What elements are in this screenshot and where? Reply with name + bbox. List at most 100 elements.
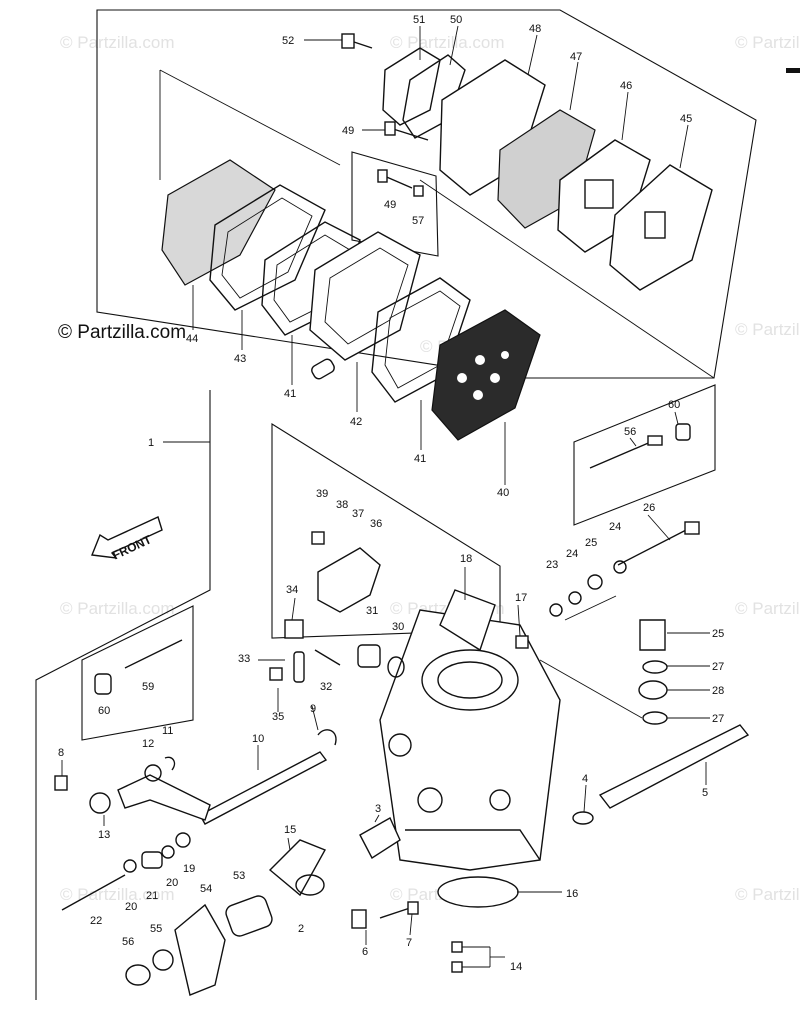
screw-49-head: [384, 121, 396, 136]
throttle-parts: [54, 639, 519, 996]
clip-11: [164, 756, 176, 771]
washer-24: [568, 591, 582, 605]
callout-54: 54: [200, 883, 212, 895]
callout-55: 55: [150, 923, 162, 935]
callout-21: 21: [146, 890, 158, 902]
leader-line: [311, 705, 319, 731]
spring-25-b: [587, 574, 603, 590]
callout-50: 50: [450, 14, 462, 26]
callout-18: 18: [460, 553, 472, 565]
leader-lines: [61, 25, 710, 968]
screw-17: [515, 635, 529, 649]
callout-35: 35: [272, 711, 284, 723]
spring-32: [314, 649, 341, 666]
cover-45-window: [644, 211, 666, 239]
front-arrow: FRONT: [91, 516, 163, 563]
callout-20b: 20: [125, 901, 137, 913]
screw-22: [61, 874, 126, 911]
diaphragm-stack: [161, 33, 713, 441]
diaphragm-hole: [475, 355, 485, 365]
screw-6: [351, 909, 367, 929]
cap-51: [382, 47, 441, 126]
shaft-5: [598, 724, 750, 809]
diaphragm-hole: [473, 390, 483, 400]
watermark-prominent: © Partzilla.com: [58, 322, 186, 343]
plate-54: [174, 903, 226, 996]
gasket-43: [209, 184, 326, 311]
outline-line: [539, 659, 643, 719]
watermark: © Partzilla.com: [735, 320, 800, 339]
callout-4: 4: [582, 773, 588, 785]
pilot-jet-box: [81, 605, 194, 741]
screw-49-kit-head: [377, 169, 388, 183]
starter-plunger-31: [357, 644, 381, 668]
callout-25a: 25: [585, 537, 597, 549]
callout-40: 40: [497, 487, 509, 499]
callout-13: 13: [98, 829, 110, 841]
washer-27: [642, 660, 668, 674]
bracket-36: [317, 547, 381, 613]
body-boss: [417, 787, 443, 813]
carb-bore-inner: [437, 661, 503, 699]
callout-16: 16: [566, 888, 578, 900]
pin-33: [293, 651, 305, 683]
body-boss: [388, 733, 412, 757]
banjo-28: [638, 680, 668, 700]
callout-60a: 60: [98, 705, 110, 717]
jet-60: [675, 423, 691, 441]
callout-6: 6: [362, 946, 368, 958]
spring-2: [295, 874, 325, 896]
callout-45: 45: [680, 113, 692, 125]
washer-55: [152, 949, 174, 971]
oring-23: [549, 603, 563, 617]
diaphragm-hole: [457, 373, 467, 383]
jet-60-left: [94, 673, 112, 695]
callout-56b: 56: [624, 426, 636, 438]
callout-57: 57: [412, 215, 424, 227]
spring-25: [613, 560, 627, 574]
leader-line: [517, 604, 521, 637]
callout-12: 12: [142, 738, 154, 750]
throttle-lever-13: [117, 774, 211, 821]
throttle-shaft-10: [199, 751, 328, 825]
callout-49b: 49: [384, 199, 396, 211]
plate-46-window: [584, 179, 614, 209]
leader-line: [674, 411, 679, 425]
cap-30: [387, 656, 405, 678]
carburetor-body: [269, 531, 561, 871]
callout-48: 48: [529, 23, 541, 35]
washer-27-b: [642, 711, 668, 725]
callout-49a: 49: [342, 125, 354, 137]
spring-21: [141, 851, 163, 869]
edge-mark: [786, 68, 800, 73]
callout-42: 42: [350, 416, 362, 428]
body-boss: [489, 789, 511, 811]
outline-line: [159, 69, 341, 166]
screw-49: [389, 127, 429, 141]
callout-28: 28: [712, 685, 724, 697]
callout-11: 11: [162, 725, 173, 737]
callout-46: 46: [620, 80, 632, 92]
leader-line: [647, 514, 671, 541]
nut-13: [89, 792, 111, 814]
leader-line: [621, 91, 629, 141]
cup-3: [359, 817, 401, 860]
callout-2: 2: [298, 923, 304, 935]
screw-35: [269, 667, 283, 681]
callout-17: 17: [515, 592, 527, 604]
needle-jet-box: [573, 384, 716, 526]
callout-34: 34: [286, 584, 298, 596]
watermark: © Partzilla.com: [735, 885, 800, 904]
callout-25b: 25: [712, 628, 724, 640]
watermark: © Partzilla.com: [735, 33, 800, 52]
watermark: © Partzilla.com: [390, 33, 505, 52]
callout-14: 14: [510, 961, 522, 973]
screw-26-head: [684, 521, 700, 535]
leader-line: [449, 25, 459, 66]
banjo-bolt-25: [639, 619, 666, 651]
callout-10: 10: [252, 733, 264, 745]
screw-kit-box: [351, 151, 439, 257]
callout-23: 23: [546, 559, 558, 571]
leader-line: [569, 61, 579, 111]
screw-26: [617, 527, 691, 566]
